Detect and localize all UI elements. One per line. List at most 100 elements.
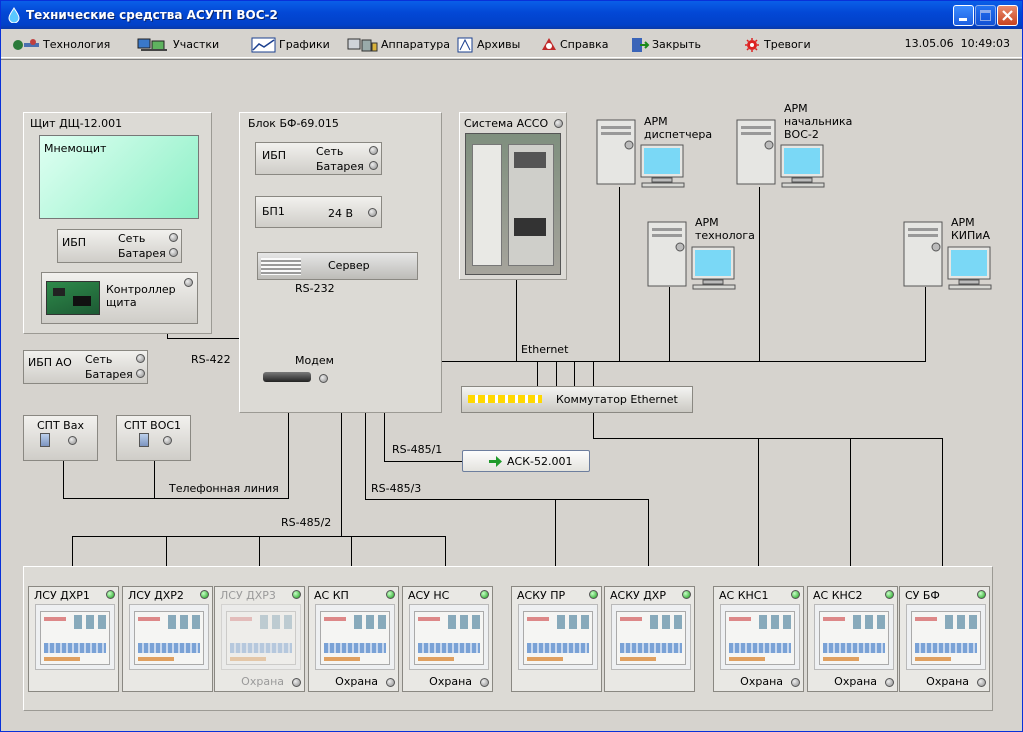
- cabinet-image: [221, 604, 301, 670]
- guard-led: [885, 678, 894, 687]
- cabinet-status-led: [106, 590, 115, 599]
- ibp-label: ИБП: [262, 149, 287, 162]
- panel-title: Блок БФ-69.015: [248, 117, 339, 130]
- spt-led: [68, 436, 77, 445]
- cabinet-image: [720, 604, 800, 670]
- datetime: 13.05.06 10:49:03: [905, 37, 1010, 50]
- minimize-button[interactable]: [953, 5, 974, 26]
- menu-close[interactable]: Закрыть: [630, 37, 701, 53]
- close-button[interactable]: [997, 5, 1018, 26]
- asso-system[interactable]: Система АССО: [459, 112, 567, 280]
- cabinet-status-led: [682, 590, 691, 599]
- battery-led: [369, 161, 378, 170]
- battery-label: Батарея: [85, 368, 133, 381]
- wire: [593, 438, 943, 439]
- switch-label: Коммутатор Ethernet: [556, 393, 678, 406]
- ibp-shchit[interactable]: ИБП Сеть Батарея: [57, 229, 182, 263]
- cabinet-status-led: [200, 590, 209, 599]
- spt-vos1[interactable]: СПТ ВОС1: [116, 415, 191, 461]
- menu-graphs[interactable]: Графики: [251, 37, 330, 53]
- wire: [404, 361, 926, 362]
- server-icon: [261, 258, 301, 275]
- arm-label-line: ВОС-2: [784, 128, 819, 141]
- arm-dispatcher-pc[interactable]: [596, 118, 685, 188]
- guard-led: [977, 678, 986, 687]
- ibp-blok[interactable]: ИБП Сеть Батарея: [255, 142, 382, 175]
- wire: [593, 413, 594, 438]
- cabinet-6[interactable]: АСКУ ПР: [511, 586, 602, 692]
- link-label-rs232: RS-232: [295, 282, 335, 295]
- arm-label-line: диспетчера: [644, 128, 713, 141]
- panel-title: Щит ДЩ-12.001: [30, 117, 123, 130]
- wire: [166, 536, 167, 586]
- asso-label: Система АССО: [464, 117, 549, 130]
- cabinet-status: Охрана: [429, 675, 472, 688]
- cabinet-2[interactable]: ЛСУ ДХР2: [122, 586, 213, 692]
- guard-led: [480, 678, 489, 687]
- mnemo-board[interactable]: Мнемощит: [39, 135, 199, 219]
- date-text: 13.05.06: [904, 37, 954, 50]
- mains-label: Сеть: [316, 145, 344, 158]
- link-label-rs485-3: RS-485/3: [371, 482, 422, 495]
- menu-alarms[interactable]: Тревоги: [744, 37, 811, 53]
- cabinet-name: ЛСУ ДХР2: [128, 589, 184, 602]
- wire: [925, 287, 926, 361]
- bp1-led: [368, 208, 377, 217]
- wire: [593, 361, 594, 387]
- arm-label-line: технолога: [695, 229, 755, 242]
- cabinet-status-led: [589, 590, 598, 599]
- ibp-ao[interactable]: ИБП АО Сеть Батарея: [23, 350, 148, 384]
- app-icon: [8, 7, 20, 23]
- cabinet-status: Охрана: [926, 675, 969, 688]
- spt-label: СПТ Вах: [37, 419, 84, 432]
- menu-archives[interactable]: Архивы: [457, 37, 520, 53]
- server[interactable]: Сервер: [257, 252, 418, 280]
- cabinet-status: Охрана: [241, 675, 284, 688]
- window-title: Технические средства АСУТП ВОС-2: [26, 8, 278, 22]
- arrow-right-icon: [489, 456, 502, 467]
- bp1[interactable]: БП1 24 В: [255, 196, 382, 228]
- computer-icon: [903, 221, 992, 290]
- wire: [758, 438, 759, 586]
- arm-kipia-pc[interactable]: [903, 220, 992, 290]
- panel-blok[interactable]: Блок БФ-69.015 ИБП Сеть Батарея БП1 24 В…: [239, 112, 442, 413]
- network-icon: [13, 39, 39, 50]
- battery-label: Батарея: [118, 247, 166, 260]
- cabinet-1[interactable]: ЛСУ ДХР1: [28, 586, 119, 692]
- menu-technology[interactable]: Технология: [11, 37, 110, 53]
- cabinet-status-led: [292, 590, 301, 599]
- menu-hardware[interactable]: Аппаратура: [347, 37, 450, 53]
- arm-label-line: АРМ: [951, 216, 975, 229]
- ask-52-button[interactable]: АСК-52.001: [462, 450, 590, 472]
- arm-chief-pc[interactable]: [736, 118, 825, 188]
- spt-vakh[interactable]: СПТ Вах: [23, 415, 98, 461]
- cabinet-image: [315, 604, 395, 670]
- cabinet-status-led: [791, 590, 800, 599]
- controller-shchit[interactable]: Контроллер щита: [41, 272, 198, 324]
- computer-icon: [596, 119, 685, 188]
- menu-label: Архивы: [477, 38, 521, 51]
- wire: [63, 498, 289, 499]
- link-label-rs422: RS-422: [191, 353, 231, 366]
- asso-cabinet-image: [465, 133, 561, 275]
- wire: [942, 438, 943, 586]
- title-bar: Технические средства АСУТП ВОС-2: [1, 1, 1022, 29]
- maximize-button[interactable]: [975, 5, 996, 26]
- ethernet-switch[interactable]: Коммутатор Ethernet: [461, 386, 693, 413]
- arm-technologist-pc[interactable]: [647, 220, 736, 290]
- cabinet-name: АСКУ ПР: [517, 589, 566, 602]
- menu-sections[interactable]: Участки: [137, 37, 219, 53]
- cabinet-7[interactable]: АСКУ ДХР: [604, 586, 695, 692]
- alarm-icon: [745, 38, 759, 52]
- panel-shchit[interactable]: Щит ДЩ-12.001 Мнемощит ИБП Сеть Батарея …: [23, 112, 212, 334]
- menu-label: Графики: [279, 38, 330, 51]
- menu-help[interactable]: Справка: [540, 37, 608, 53]
